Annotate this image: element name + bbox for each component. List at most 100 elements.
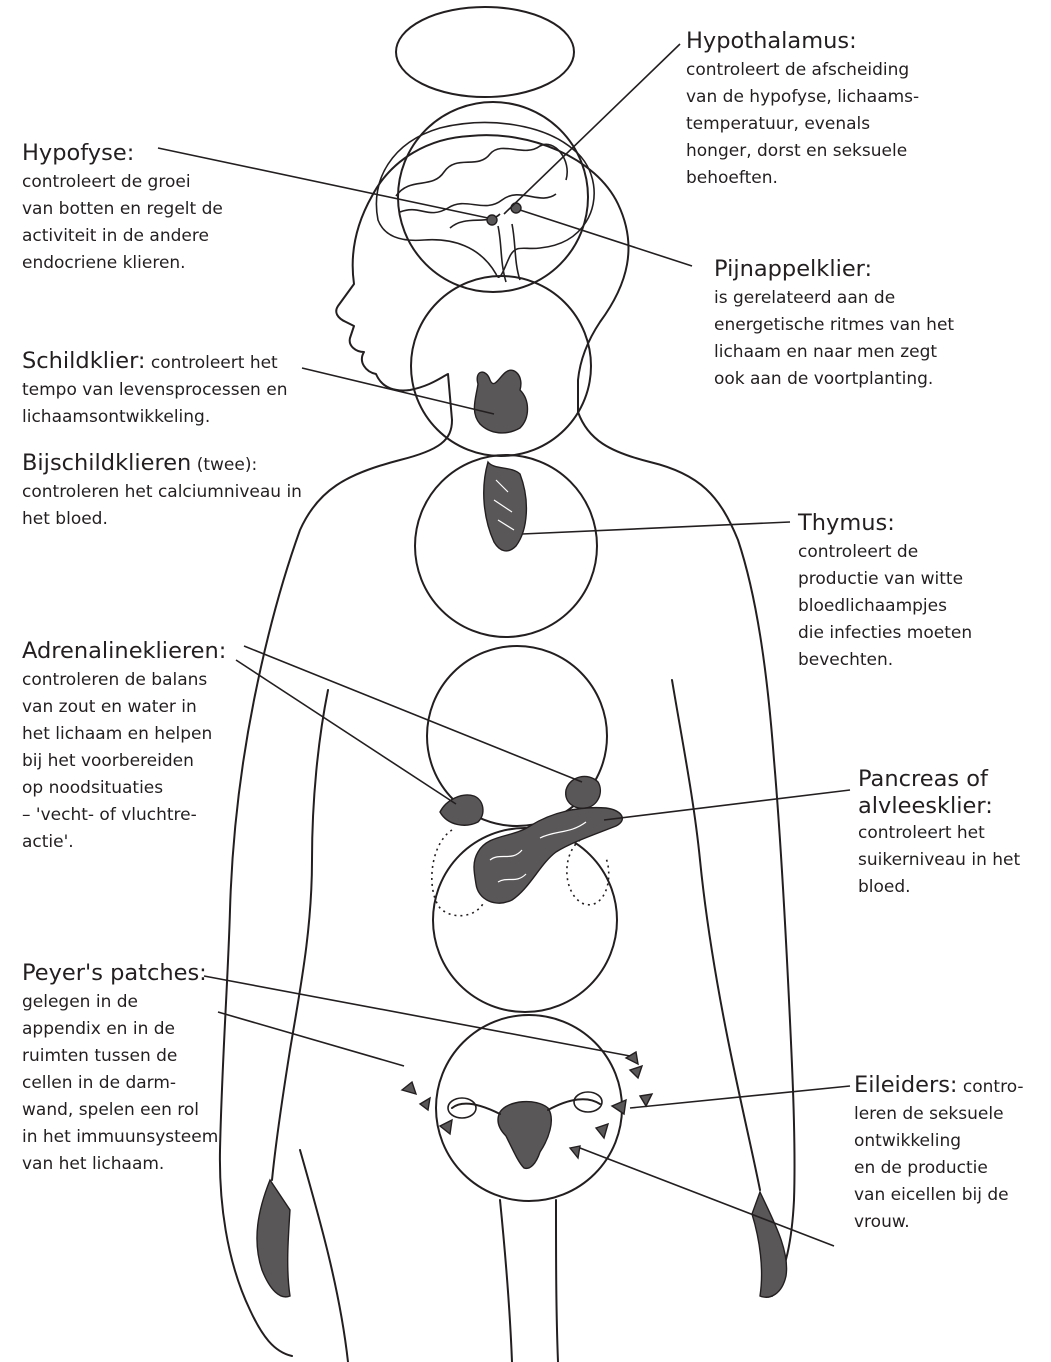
adrenalineklieren-line-3: het lichaam en helpen bbox=[22, 721, 226, 748]
hypothalamus-line-1: controleert de afscheiding bbox=[686, 57, 919, 84]
pineal-gland bbox=[511, 203, 521, 213]
pancreas-line-2: suikerniveau in het bbox=[858, 847, 1020, 874]
leader-eileiders-lower bbox=[580, 1148, 834, 1246]
thymus-title: Thymus: bbox=[798, 510, 895, 536]
hypofyse-title: Hypofyse: bbox=[22, 140, 134, 166]
thymus-line-3: bloedlichaampjes bbox=[798, 593, 972, 620]
hypofyse-line-1: controleert de groei bbox=[22, 169, 223, 196]
adrenalineklieren-line-1: controleren de balans bbox=[22, 667, 226, 694]
peyers-patches-line-5: wand, spelen een rol bbox=[22, 1097, 218, 1124]
adrenal-gland-right bbox=[566, 776, 601, 808]
peyers-patches-line-4: cellen in de darm- bbox=[22, 1070, 218, 1097]
right-hand bbox=[752, 1192, 787, 1297]
leader-schildklier bbox=[302, 368, 494, 414]
adrenalineklieren-line-7: actie'. bbox=[22, 829, 226, 856]
crown-chakra-ellipse bbox=[396, 7, 574, 97]
pancreas-gland bbox=[474, 808, 622, 904]
thymus-line-5: bevechten. bbox=[798, 647, 972, 674]
eileiders-line-2: ontwikkeling bbox=[854, 1128, 1024, 1155]
label-pijnappelklier: Pijnappelklier: is gerelateerd aan de en… bbox=[714, 256, 954, 393]
brain-outline bbox=[376, 123, 594, 278]
peyers-patches-title: Peyer's patches: bbox=[22, 960, 207, 986]
pituitary-gland bbox=[487, 215, 497, 225]
eileiders-inline: contro- bbox=[958, 1077, 1024, 1097]
hypothalamus-line-3: temperatuur, evenals bbox=[686, 111, 919, 138]
bijschildklieren-title: Bijschildklieren bbox=[22, 450, 191, 476]
leader-peyers-lower bbox=[218, 1012, 404, 1066]
eileiders-line-4: van eicellen bij de bbox=[854, 1182, 1024, 1209]
label-hypofyse: Hypofyse: controleert de groei van botte… bbox=[22, 140, 223, 277]
schildklier-title: Schildklier: bbox=[22, 348, 146, 374]
label-peyers-patches: Peyer's patches: gelegen in de appendix … bbox=[22, 960, 218, 1178]
label-hypothalamus: Hypothalamus: controleert de afscheiding… bbox=[686, 28, 919, 192]
left-arm-inner-outline bbox=[272, 690, 328, 1180]
eileiders-title: Eileiders: bbox=[854, 1072, 958, 1098]
adrenalineklieren-line-4: bij het voorbereiden bbox=[22, 748, 226, 775]
hypothalamus-line-5: behoeften. bbox=[686, 165, 919, 192]
peyers-patches-line-7: van het lichaam. bbox=[22, 1151, 218, 1178]
left-leg-outline bbox=[300, 1150, 348, 1362]
peyers-patches-line-1: gelegen in de bbox=[22, 989, 218, 1016]
eileiders-line-5: vrouw. bbox=[854, 1209, 1024, 1236]
pancreas-title-line-1: Pancreas of bbox=[858, 766, 1020, 793]
peyers-patches-line-6: in het immuunsysteem bbox=[22, 1124, 218, 1151]
fimbriae-left bbox=[402, 1082, 452, 1134]
thyroid-gland bbox=[474, 370, 527, 433]
torso-right-outline bbox=[578, 412, 795, 1296]
thymus-line-2: productie van witte bbox=[798, 566, 972, 593]
thymus-gland bbox=[484, 462, 527, 551]
label-eileiders: Eileiders: contro- leren de seksuele ont… bbox=[854, 1072, 1024, 1236]
pijnappelklier-line-3: lichaam en naar men zegt bbox=[714, 339, 954, 366]
hypofyse-line-2: van botten en regelt de bbox=[22, 196, 223, 223]
leader-peyers-upper bbox=[204, 976, 630, 1056]
label-bijschildklieren: Bijschildklieren (twee): controleren het… bbox=[22, 450, 302, 533]
brain-circle bbox=[398, 102, 588, 292]
adrenal-gland-left bbox=[440, 795, 483, 825]
bijschildklieren-line-2: het bloed. bbox=[22, 506, 302, 533]
hypothalamus-title: Hypothalamus: bbox=[686, 28, 857, 54]
schildklier-line-1: tempo van levensprocessen en bbox=[22, 377, 287, 404]
bijschildklieren-line-1: controleren het calciumniveau in bbox=[22, 479, 302, 506]
hypothalamus-line-2: van de hypofyse, lichaams- bbox=[686, 84, 919, 111]
torso-left-outline bbox=[220, 420, 452, 1356]
pijnappelklier-line-1: is gerelateerd aan de bbox=[714, 285, 954, 312]
uterus bbox=[498, 1102, 551, 1169]
leader-thymus bbox=[522, 522, 790, 534]
peyers-patches-line-2: appendix en in de bbox=[22, 1016, 218, 1043]
pijnappelklier-title: Pijnappelklier: bbox=[714, 256, 872, 282]
adrenalineklieren-title: Adrenalineklieren: bbox=[22, 638, 226, 664]
label-pancreas: Pancreas of alvleesklier: controleert he… bbox=[858, 766, 1020, 901]
label-thymus: Thymus: controleert de productie van wit… bbox=[798, 510, 972, 674]
hypothalamus-line-4: honger, dorst en seksuele bbox=[686, 138, 919, 165]
leader-adrenal-left bbox=[236, 660, 456, 804]
label-schildklier: Schildklier: controleert het tempo van l… bbox=[22, 348, 287, 431]
brain-folds bbox=[396, 144, 567, 228]
label-adrenalineklieren: Adrenalineklieren: controleren de balans… bbox=[22, 638, 226, 856]
leader-pancreas bbox=[604, 790, 850, 820]
right-arm-inner-outline bbox=[672, 680, 760, 1190]
inner-legs-outline bbox=[500, 1200, 558, 1362]
schildklier-line-2: lichaamsontwikkeling. bbox=[22, 404, 287, 431]
eileiders-line-1: leren de seksuele bbox=[854, 1101, 1024, 1128]
hypofyse-line-3: activiteit in de andere bbox=[22, 223, 223, 250]
pijnappelklier-line-2: energetische ritmes van het bbox=[714, 312, 954, 339]
leader-pijnappelklier bbox=[520, 210, 692, 266]
pancreas-line-3: bloed. bbox=[858, 874, 1020, 901]
eileiders-line-3: en de productie bbox=[854, 1155, 1024, 1182]
left-hand bbox=[257, 1180, 290, 1297]
peyers-patches-line-3: ruimten tussen de bbox=[22, 1043, 218, 1070]
hypofyse-line-4: endocriene klieren. bbox=[22, 250, 223, 277]
schildklier-inline: controleert het bbox=[146, 353, 278, 373]
thymus-line-4: die infecties moeten bbox=[798, 620, 972, 647]
head-outline bbox=[336, 136, 470, 420]
bijschildklieren-note: (twee): bbox=[191, 455, 257, 475]
kidney-right-dotted bbox=[567, 840, 609, 905]
adrenalineklieren-line-2: van zout en water in bbox=[22, 694, 226, 721]
leader-eileiders bbox=[630, 1086, 850, 1108]
pijnappelklier-line-4: ook aan de voortplanting. bbox=[714, 366, 954, 393]
leader-adrenal-right bbox=[244, 646, 582, 782]
pancreas-title-line-2: alvleesklier: bbox=[858, 793, 1020, 820]
pancreas-line-1: controleert het bbox=[858, 820, 1020, 847]
adrenalineklieren-line-5: op noodsituaties bbox=[22, 775, 226, 802]
adrenalineklieren-line-6: – 'vecht- of vluchtre- bbox=[22, 802, 226, 829]
